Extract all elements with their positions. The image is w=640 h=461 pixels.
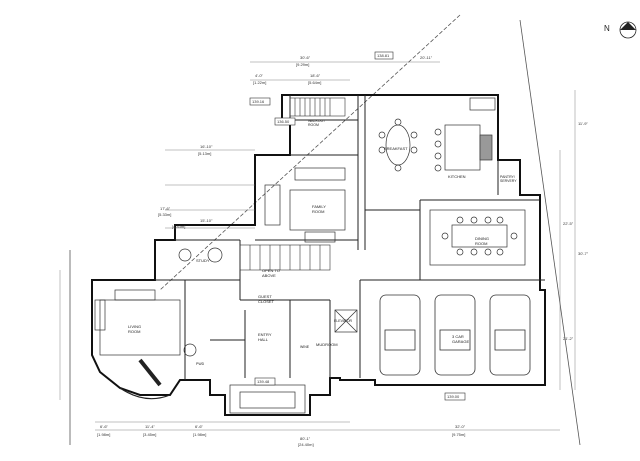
breakfast-table bbox=[378, 118, 418, 172]
dim-left1-metric: [5.13m] bbox=[198, 151, 211, 156]
dim-top4-metric: [5.64m] bbox=[308, 80, 321, 85]
level-garage: 139.00 bbox=[447, 394, 460, 399]
dim-left4: 15'-10" bbox=[200, 218, 213, 223]
room-mudroom: MUDROOM bbox=[316, 342, 338, 347]
main-stairs bbox=[239, 244, 331, 271]
dim-left3-metric: [5.33m] bbox=[158, 212, 171, 217]
level-entry: 139.48 bbox=[257, 379, 270, 384]
room-kitchen: KITCHEN bbox=[448, 174, 466, 179]
dim-right2: 22'-5" bbox=[563, 221, 574, 226]
exterior-walls bbox=[91, 94, 546, 416]
dim-bottom2-metric: [3.45m] bbox=[143, 432, 156, 437]
dim-bottom1: 6'-6" bbox=[100, 424, 109, 429]
dim-top1-metric: [9.29m] bbox=[296, 62, 309, 67]
north-arrow: N bbox=[604, 21, 637, 39]
dim-right1: 11'-9" bbox=[578, 121, 588, 126]
dim-left1: 16'-10" bbox=[200, 144, 213, 149]
dim-left3: 17'-6" bbox=[160, 206, 171, 211]
dim-bottom3-metric: [1.98m] bbox=[193, 432, 206, 437]
dim-top1: 30'-6" bbox=[300, 55, 311, 60]
dimension-lines bbox=[59, 61, 576, 431]
north-label: N bbox=[604, 24, 610, 33]
walkout-stairs bbox=[289, 97, 346, 117]
dim-bottom1-metric: [1.98m] bbox=[97, 432, 110, 437]
property-lines bbox=[69, 14, 581, 446]
level-tags bbox=[249, 51, 466, 401]
dim-right4: 21'-2" bbox=[563, 336, 574, 341]
level-top: 138.81 bbox=[377, 53, 390, 58]
dim-top2: 20'-11" bbox=[420, 55, 433, 60]
family-room-furniture bbox=[264, 167, 346, 243]
dim-bottom4-metric: [9.75m] bbox=[452, 432, 465, 437]
room-breakfast: BREAKFAST bbox=[384, 146, 408, 151]
room-study: STUDY bbox=[196, 258, 210, 263]
room-elevator: ELEVATOR bbox=[334, 319, 353, 323]
bay-window bbox=[119, 358, 171, 400]
entry-porch bbox=[229, 384, 306, 414]
level-left-upper: 139.16 bbox=[252, 99, 265, 104]
dim-bottom4: 32'-0" bbox=[455, 424, 466, 429]
dim-top4: 18'-6" bbox=[310, 73, 321, 78]
dim-top3: 4'-0" bbox=[255, 73, 264, 78]
dim-right3: 30'-7" bbox=[578, 251, 589, 256]
dim-bottom3: 6'-6" bbox=[195, 424, 204, 429]
dim-top3-metric: [1.22m] bbox=[253, 80, 266, 85]
room-pwd: PWD bbox=[196, 362, 205, 366]
room-pantry: PANTRY/SERVERY bbox=[500, 175, 517, 183]
dim-bottom5: 80'-1" bbox=[300, 436, 311, 441]
living-room-furniture bbox=[94, 247, 223, 357]
dim-bottom5-metric: [24.40m] bbox=[298, 442, 314, 447]
elevator-box bbox=[334, 309, 358, 333]
dim-left4-metric: [4.83m] bbox=[172, 224, 185, 229]
level-walkout: 136.50 bbox=[277, 119, 290, 124]
kitchen-island bbox=[434, 97, 496, 172]
dim-bottom2: 11'-4" bbox=[145, 424, 155, 429]
garage-cars bbox=[379, 294, 531, 376]
room-wine: WINE bbox=[300, 345, 310, 349]
dining-table bbox=[429, 209, 526, 266]
